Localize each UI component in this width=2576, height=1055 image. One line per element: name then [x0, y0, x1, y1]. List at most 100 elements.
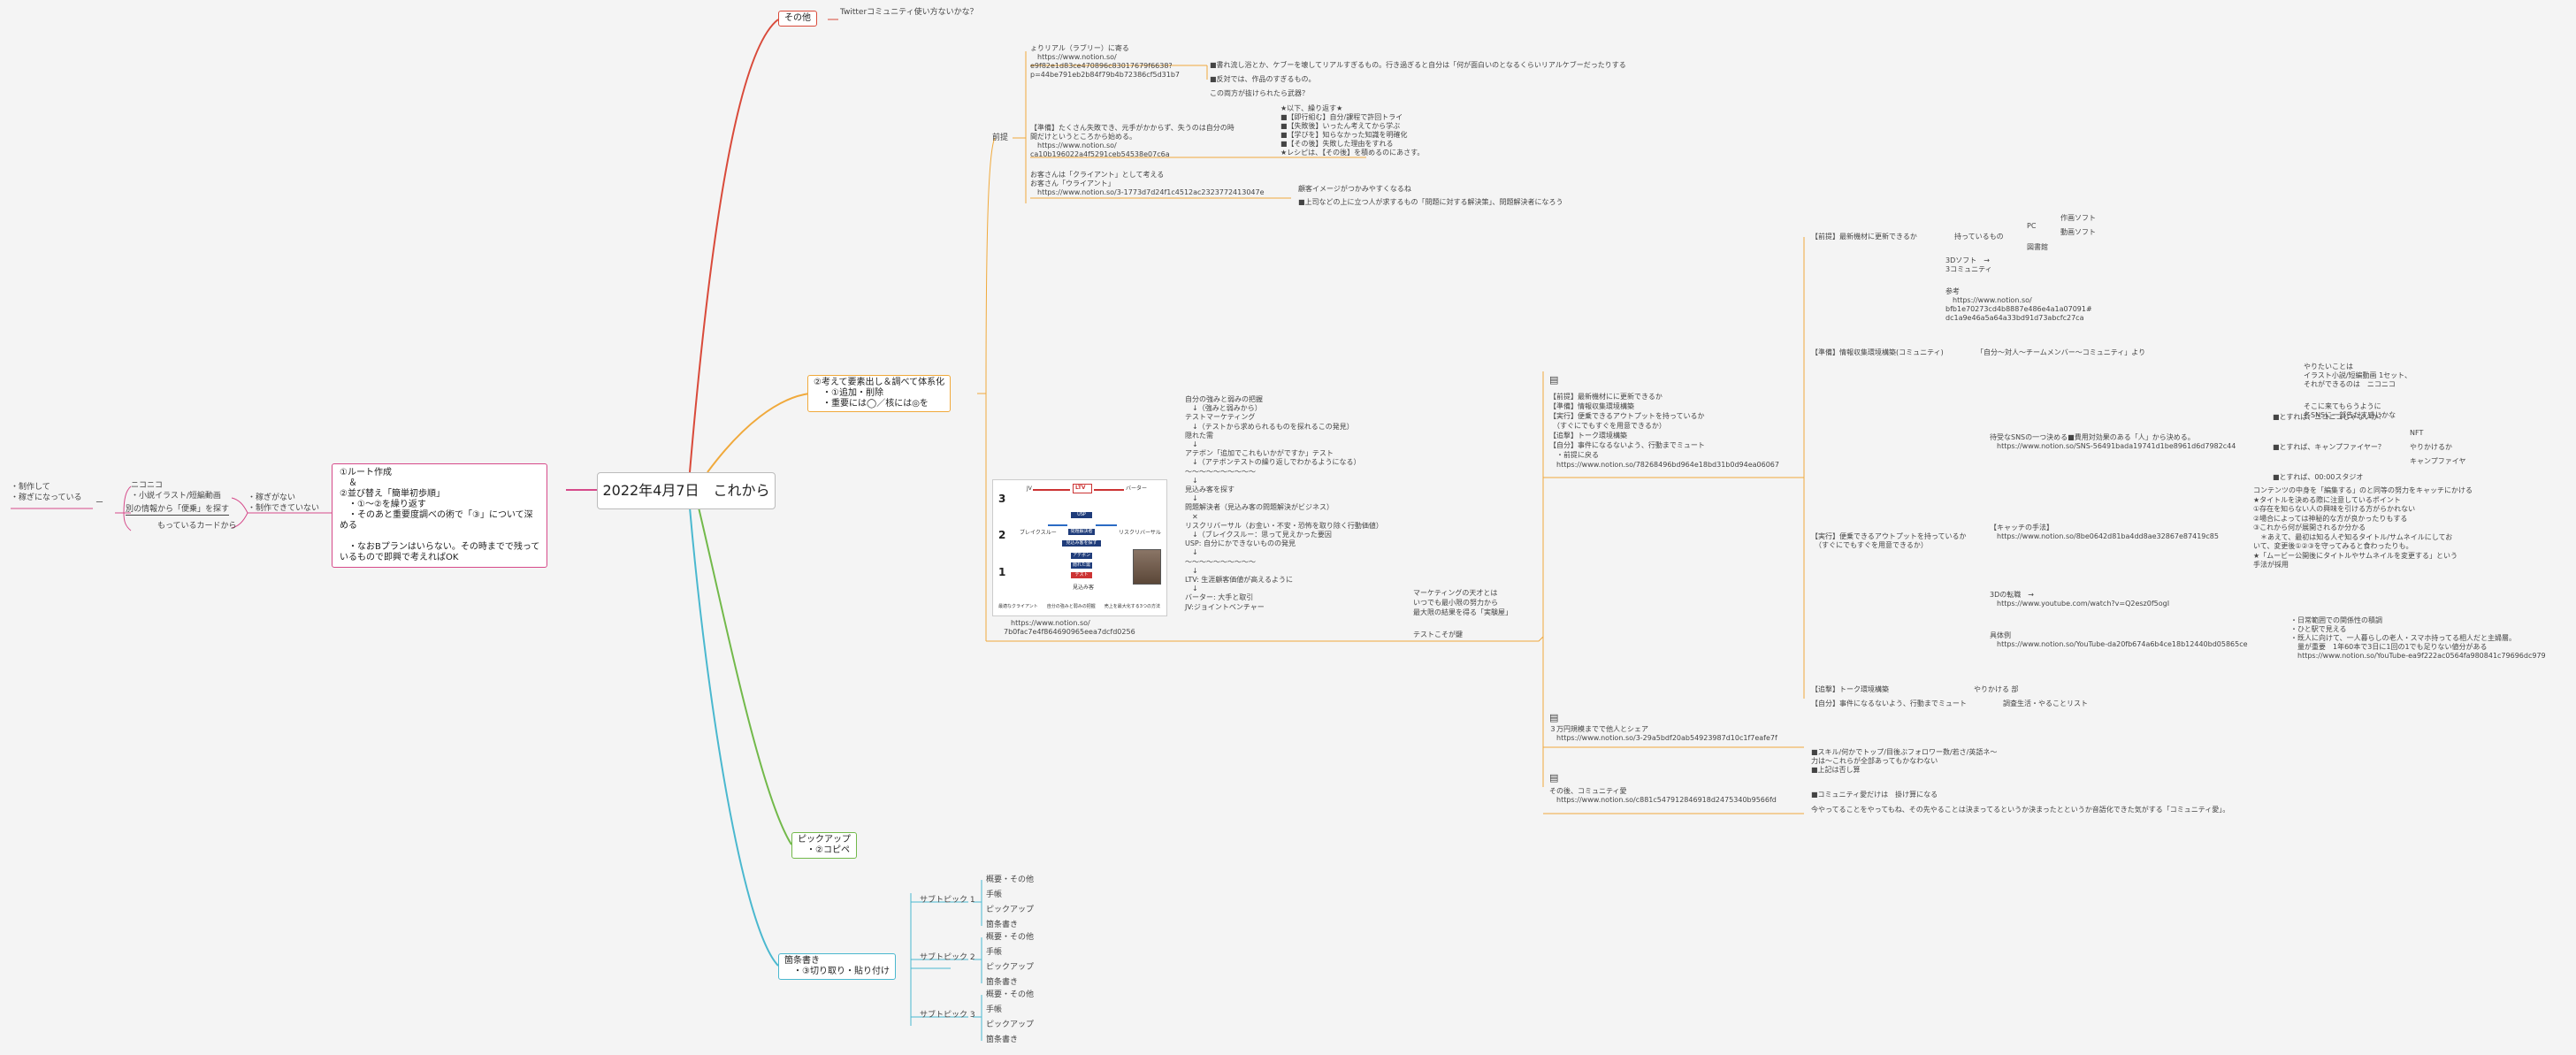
talk-env-a[interactable]: やりかける 部: [1974, 685, 2019, 693]
zentei-item-3[interactable]: お客さんは「クライアント」として考える お客さん「ウライアント」 https:/…: [1030, 171, 1265, 196]
route-sub2-0[interactable]: ニコニコ ・小説イラスト/短編動画: [131, 481, 221, 501]
marketing-diagram-image[interactable]: 3 2 1 LTV JV バーター USP ブレイクスルー リスクリバーサル 問…: [992, 479, 1167, 616]
pc-pc[interactable]: PC: [2027, 222, 2037, 230]
image-link[interactable]: https://www.notion.so/ 7b0fac7e4f8646909…: [1004, 619, 1135, 636]
route-sub3-0[interactable]: ・制作して ・稼ぎになっている: [11, 483, 82, 502]
zentei-item-1a[interactable]: ■書れ流し浴とか、ケブーを壊してリアルすぎるもの。行き過ぎると自分は「何が面白い…: [1210, 61, 1626, 69]
subtopic-1-item-2[interactable]: ピックアップ: [986, 906, 1035, 914]
branch-kangae[interactable]: ②考えて要素出し＆調べて体系化 ・①追加・削除 ・重要には◯／核には◎を: [807, 375, 952, 412]
examples[interactable]: 具体例 https://www.notion.so/YouTube-da20fb…: [1990, 631, 2248, 648]
route-sub2-2[interactable]: もっているカードから: [157, 522, 237, 531]
subtopic-2-item-1[interactable]: 手帳: [986, 948, 1003, 957]
subtopic-3-item-3[interactable]: 箇条書き: [986, 1036, 1019, 1044]
link-kangae-trunk: [977, 393, 987, 641]
subtopic-3-item-0[interactable]: 概要・その他: [986, 990, 1035, 999]
link-route-sub2: [115, 485, 132, 531]
sonota-child-0[interactable]: Twitterコミュニティ使い方ないかな？: [840, 8, 978, 17]
examples-items[interactable]: ・日常範囲での関係性の積調 ・ひと駅で見える ・既人に向けて、一人暮らしの老人・…: [2290, 616, 2546, 660]
img-center: 見込み客を探す: [1062, 540, 1101, 547]
info-env-a[interactable]: 「自分〜対人〜チームメンバー〜コミュニティ」より: [1976, 348, 2146, 356]
subtopic-1-item-3[interactable]: 箇条書き: [986, 921, 1019, 929]
route-sub2-1[interactable]: 別の情報から「便乗」を探す: [126, 505, 230, 516]
img-breakthrough: ブレイクスルー: [1020, 530, 1057, 536]
sns-2[interactable]: ■とすれば、キャンプファイヤー？: [2273, 443, 2385, 451]
central-topic[interactable]: 2022年4月7日 これから: [597, 472, 776, 509]
node-a-icon: ▤: [1549, 374, 1559, 386]
link-kajo: [689, 507, 779, 967]
zentei-item-1c[interactable]: この両方が抜けられたら武器？: [1210, 89, 1309, 97]
route-sub1-dash: ー: [96, 499, 104, 508]
img-ltv: LTV: [1075, 485, 1086, 491]
img-footer: 最適なクライアント 自分の強みと弱みの把握 売上を最大化する3つの方法: [998, 604, 1160, 609]
pc-book[interactable]: 図書館: [2027, 243, 2048, 251]
node-c-icon: ▤: [1549, 772, 1559, 784]
img-hidden: 隠れた需: [1071, 562, 1092, 569]
link-kajo-trunk: [910, 893, 951, 1026]
pc-item-0[interactable]: 作画ソフト: [2060, 214, 2096, 222]
three-d-link[interactable]: 参考 https://www.notion.so/ bfb1e70273cd4b…: [1945, 287, 2092, 322]
img-prospect: 見込み客: [1073, 585, 1095, 591]
subtopic-2-item-2[interactable]: ピックアップ: [986, 963, 1035, 972]
info-env[interactable]: 【準備】情報収集環境構築(コミュニティ): [1811, 348, 1944, 356]
subtopic-2[interactable]: サブトピック 2: [920, 953, 975, 962]
zentei-item-3b[interactable]: ■上司などの上に立つ人が求するもの「問題に対する解決策」、問題解決者になろう: [1298, 198, 1563, 206]
subtopic-3-item-2[interactable]: ピックアップ: [986, 1021, 1035, 1029]
img-problem: 問題解決者: [1068, 529, 1095, 535]
branch-kajo[interactable]: 箇条書き ・③切り取り・貼り付け: [778, 953, 896, 980]
zentei-item-2[interactable]: 【準備】たくさん失敗でき、元手がかからず、失うのは自分の時 間だけというところか…: [1030, 124, 1234, 158]
subtopic-1-item-0[interactable]: 概要・その他: [986, 875, 1035, 884]
sns-3[interactable]: ■とすれば、00:00スタジオ: [2273, 473, 2364, 481]
zentei-label[interactable]: 前提: [992, 134, 1009, 142]
subtopic-2-item-3[interactable]: 箇条書き: [986, 978, 1019, 987]
catch-method[interactable]: 【キャッチの手法】 https://www.notion.so/8be0642d…: [1990, 524, 2219, 540]
author-photo: [1133, 549, 1161, 585]
route-sub-0[interactable]: ・稼ぎがない ・制作できていない: [248, 493, 320, 513]
mid-flow-text[interactable]: 自分の強みと弱みの把握 ↓（強みと弱みから） テストマーケティング ↓（テストか…: [1185, 395, 1383, 611]
img-apon: アテボン: [1071, 553, 1092, 559]
img-jv: JV: [1027, 485, 1032, 492]
nico-a[interactable]: やりたいことは イラスト小説/短編動画 1セット、 それができるのは ニコニコ: [2304, 363, 2412, 388]
zentei-item-2a[interactable]: ★以下、繰り返す★ ■【即行組む】自分/課程で許回トライ ■【失敗後】いったん考…: [1280, 104, 1425, 157]
sns-2a-1[interactable]: やりかけるか: [2410, 443, 2452, 451]
img-num-1: 1: [998, 566, 1006, 578]
subtopic-3[interactable]: サブトピック 3: [920, 1011, 975, 1020]
pc-prereq[interactable]: 【前提】最新機材に更新できるか: [1811, 233, 1917, 241]
img-num-2: 2: [998, 529, 1006, 541]
node-c-line[interactable]: 今やってることをやってもね、その先やることは決まってるというか決まったとというか…: [1811, 806, 2230, 814]
pc-owned[interactable]: 持っているもの: [1954, 233, 2004, 241]
zentei-item-1[interactable]: ょりリアル（ラブリー）に寄る https://www.notion.so/ e9…: [1030, 44, 1180, 79]
subtopic-1-item-1[interactable]: 手帳: [986, 891, 1003, 899]
link-market: [1397, 636, 1544, 642]
node-b-items[interactable]: ■スキル/何かでトップ/目後ぶフォロワー数/若さ/英語ネ〜 力は〜これらが全部あ…: [1811, 748, 1998, 774]
node-c-items[interactable]: ■コミュニティ愛だけは 掛け算になる: [1811, 791, 1938, 799]
node-c-text[interactable]: その後、コミュニティ愛 https://www.notion.so/c881c5…: [1549, 787, 1777, 804]
branch-route[interactable]: ①ルート作成 ＆ ②並び替え「簡単初歩順」 ・①〜②を繰り返す ・そのあと重要度…: [332, 463, 548, 568]
link-kajo-2: [911, 937, 982, 983]
sns-2a-2[interactable]: キャンプファイヤ: [2410, 457, 2466, 465]
talk-env[interactable]: 【追撃】トーク環境構築: [1811, 685, 1889, 693]
self-mute[interactable]: 【自分】事件になるないよう、行動までミュート: [1811, 700, 1967, 707]
node-b-text[interactable]: ３万円規模までで他人とシェア https://www.notion.so/3-2…: [1549, 725, 1777, 742]
zentei-item-3a[interactable]: 顧客イメージがつかみやすくなるね: [1298, 185, 1411, 193]
sns-2a-0[interactable]: NFT: [2410, 429, 2424, 437]
subtopic-1[interactable]: サブトピック 1: [920, 896, 975, 905]
sns-1[interactable]: ■とすれば、ニコニコじゃないか？: [2273, 413, 2386, 421]
branch-pickup[interactable]: ピックアップ ・②コピペ: [791, 832, 857, 859]
nico-b[interactable]: そこに来てもらうように 各SNSに一部告だす感じかな: [2304, 402, 2396, 419]
branch-sonota[interactable]: その他: [778, 11, 817, 27]
impl-output[interactable]: 【実行】便乗できるアウトプットを持っているか （すぐにでもすぐを用意できるか）: [1811, 532, 1967, 549]
subtopic-2-item-0[interactable]: 概要・その他: [986, 933, 1035, 942]
pc-item-1[interactable]: 動画ソフト: [2060, 228, 2096, 236]
sns-decision[interactable]: 待受なSNSの一つ決める■費用対効果のある「人」から決める。 https://w…: [1990, 433, 2236, 450]
marketing-text[interactable]: マーケティングの天才とは いつでも最小限の努力から 最大限の結果を得る「実験屋」: [1413, 589, 1512, 616]
node-a-text[interactable]: 【前提】最新機材にに更新できるか 【準備】情報収集環境構築 【実行】便乗できるア…: [1549, 393, 1779, 469]
catch-items[interactable]: コンテンツの中身を「編集する」のと同等の努力をキャッチにかける ★タイトルを決め…: [2253, 486, 2473, 569]
link-zentei: [985, 137, 996, 394]
subtopic-3-item-1[interactable]: 手帳: [986, 1005, 1003, 1014]
test-key-text[interactable]: テストこそが鍵: [1413, 631, 1463, 638]
link-kajo-3: [911, 995, 982, 1041]
three-d-job[interactable]: 3Dの転職 → https://www.youtube.com/watch?v=…: [1990, 591, 2170, 608]
zentei-item-1b[interactable]: ■反対では、作品のすぎるもの。: [1210, 75, 1316, 83]
three-d-software[interactable]: 3Dソフト → 3コミュニティ: [1945, 256, 1992, 273]
self-mute-a[interactable]: 調査生活・やることリスト: [2003, 700, 2088, 707]
